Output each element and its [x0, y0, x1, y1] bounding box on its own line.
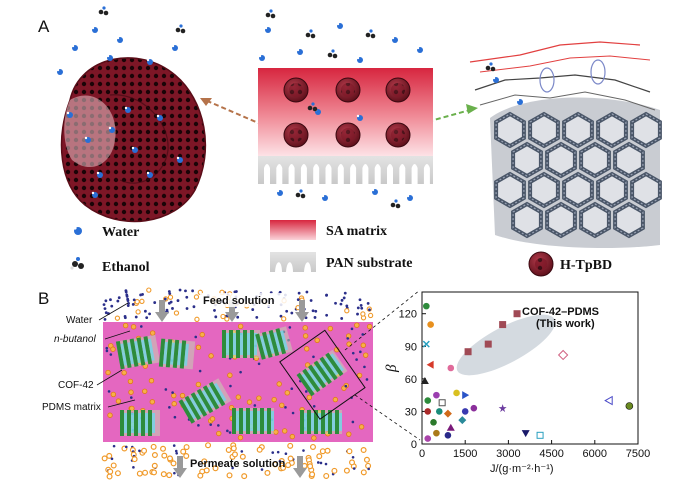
chart-ticks: 0 1500 3000 4500 6000 7500 0 30 60 90 120 [399, 309, 651, 460]
water-pointer [98, 302, 129, 321]
highlight-ellipse [456, 314, 556, 376]
legend-pan-substrate-label: PAN substrate [326, 256, 412, 271]
data-point-literature [427, 321, 434, 328]
data-point-literature [625, 402, 634, 410]
data-point-literature [447, 364, 455, 372]
cof-42-block [255, 326, 293, 360]
data-point-literature [444, 432, 452, 439]
sphere-molecules [56, 6, 186, 198]
butanol-label: n-butanol [54, 334, 96, 345]
data-point-literature [420, 377, 429, 385]
data-point-literature [430, 418, 437, 426]
butanol-pointer [104, 330, 131, 340]
x-tick-label: 7500 [626, 448, 650, 460]
data-point-literature [470, 404, 478, 412]
data-point-literature [446, 423, 455, 431]
molecular-structure [469, 41, 656, 111]
data-point-literature [536, 431, 544, 439]
data-point-literature [521, 430, 530, 438]
scatter-chart: 0 1500 3000 4500 6000 7500 0 30 60 90 120 COF-42–P… [384, 291, 651, 475]
data-point-literature [424, 408, 432, 415]
pdms-pointer [107, 399, 136, 408]
legend-sa-matrix-label: SA matrix [326, 224, 387, 239]
data-point-literature [461, 408, 469, 415]
arrow-to-sphere-head [200, 98, 212, 106]
cof-42-block [115, 334, 161, 370]
htpbd-particles [283, 77, 411, 148]
data-point-this-work [513, 310, 521, 318]
cof-42-block [222, 330, 260, 358]
legend-water-label: Water [102, 225, 139, 240]
data-point-literature [557, 349, 569, 361]
cof-42-block [158, 338, 196, 370]
data-point-literature [458, 416, 467, 425]
data-point-literature [433, 429, 440, 437]
y-tick-label: 90 [405, 341, 417, 353]
legend-ethanol-label: Ethanol [102, 260, 150, 275]
x-tick-label: 4500 [539, 448, 563, 460]
cof-42-block [120, 410, 160, 436]
y-axis-label: β [384, 364, 400, 373]
data-point-literature [435, 408, 443, 415]
membrane-molecules [258, 9, 423, 209]
water-label: Water [66, 315, 93, 326]
data-point-this-work [499, 321, 507, 329]
arrow-to-structure-head [466, 104, 478, 114]
legend-htpbd-label: H-TpBD [560, 258, 612, 273]
panel-b-letter: B [38, 289, 49, 308]
x-axis-label: J/(g·m⁻²·h⁻¹) [490, 463, 554, 475]
y-tick-label: 0 [411, 439, 417, 451]
data-point-literature [443, 409, 452, 418]
legend-ethanol: Ethanol [70, 257, 150, 275]
x-tick-label: 1500 [453, 448, 477, 460]
feed-solution-label: Feed solution [203, 295, 275, 307]
x-tick-label: 0 [419, 448, 425, 460]
cof-42-block [296, 349, 348, 397]
legend-water: Water [73, 225, 139, 240]
pan-substrate-layer [258, 156, 433, 184]
x-tick-label: 6000 [583, 448, 607, 460]
cof-hollow-sphere [60, 57, 207, 223]
permeate-molecules [101, 442, 372, 480]
cof-label: COF-42 [58, 380, 94, 391]
feed-label-bg [200, 293, 290, 307]
legend-htpbd: H-TpBD [528, 251, 612, 277]
data-point-literature [438, 399, 446, 407]
y-tick-label: 120 [399, 309, 417, 321]
x-tick-label: 3000 [496, 448, 520, 460]
chart-points [420, 302, 634, 442]
annotation-line1: COF-42–PDMS [522, 306, 599, 318]
data-point-literature [424, 435, 432, 442]
y-tick-label: 60 [405, 374, 417, 386]
cof-42-block [300, 410, 342, 434]
legend-pan-substrate: PAN substrate [270, 252, 412, 272]
cof-42-block [178, 378, 232, 424]
data-point-literature [604, 395, 613, 406]
data-point-literature [423, 302, 430, 310]
data-point-literature [424, 397, 432, 404]
htpbd-framework [490, 97, 662, 248]
data-point-literature [498, 404, 507, 413]
data-point-literature [462, 391, 470, 400]
data-point-literature [426, 360, 434, 369]
permeate-solution-label: Permeate solution [190, 458, 286, 470]
cof-42-block [232, 408, 274, 434]
legend-sa-matrix: SA matrix [270, 220, 387, 240]
y-tick-label: 30 [405, 406, 417, 418]
pdms-label: PDMS matrix [42, 402, 101, 413]
annotation-line2: (This work) [536, 318, 595, 330]
zoom-box [279, 289, 421, 441]
panel-a-letter: A [38, 17, 50, 36]
data-point-literature [453, 389, 460, 397]
structure-molecules [485, 62, 523, 105]
cof-42-particles [115, 326, 348, 436]
cof-pointer [96, 369, 123, 386]
data-point-literature [433, 391, 440, 399]
data-point-this-work [484, 340, 492, 348]
data-point-this-work [464, 348, 472, 356]
data-point-literature [422, 340, 430, 348]
